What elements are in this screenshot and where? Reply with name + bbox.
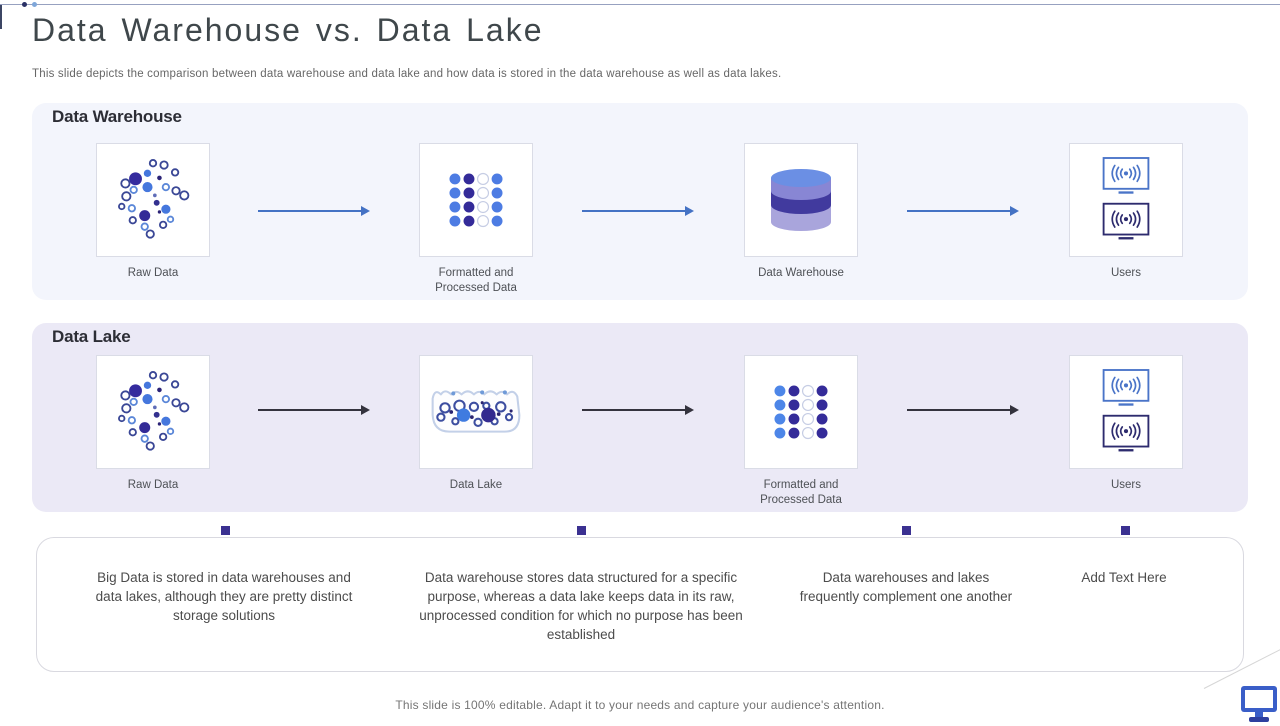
database-cylinder-icon bbox=[751, 150, 851, 250]
step-label: Users bbox=[1110, 267, 1142, 279]
dot-grid-icon bbox=[762, 373, 840, 451]
editable-footnote: This slide is 100% editable. Adapt it to… bbox=[395, 698, 885, 712]
data-lake-panel: Data Lake Raw Data Data Lake Formatted a… bbox=[32, 323, 1248, 512]
note-warehouse-vs-lake: Data warehouse stores data structured fo… bbox=[419, 570, 743, 642]
dot-grid-icon bbox=[437, 161, 515, 239]
square-marker-icon bbox=[220, 526, 230, 535]
square-marker-icon bbox=[576, 526, 586, 535]
page-title: Data Warehouse vs. Data Lake bbox=[32, 12, 544, 48]
lake-step-raw-data: Raw Data bbox=[73, 355, 233, 493]
slide-subtitle: This slide depicts the comparison betwee… bbox=[32, 68, 782, 80]
lake-step-lake: Data Lake bbox=[396, 355, 556, 493]
step-label: Formatted and Processed Data bbox=[435, 267, 517, 294]
note-big-data: Big Data is stored in data warehouses an… bbox=[95, 570, 353, 623]
broadcast-monitors-icon bbox=[1098, 365, 1154, 459]
icon-card bbox=[96, 143, 210, 257]
raw-data-scatter-icon bbox=[107, 154, 199, 246]
raw-data-scatter-icon bbox=[107, 366, 199, 458]
warehouse-step-raw-data: Raw Data bbox=[73, 143, 233, 281]
square-marker-icon bbox=[901, 526, 911, 535]
warehouse-heading: Data Warehouse bbox=[52, 107, 182, 126]
warehouse-step-formatted-data: Formatted and Processed Data bbox=[396, 143, 556, 296]
icon-card bbox=[419, 355, 533, 469]
icon-card bbox=[744, 355, 858, 469]
square-marker-icon bbox=[1120, 526, 1130, 535]
icon-card bbox=[1069, 355, 1183, 469]
rule-dot-dark-icon bbox=[22, 2, 27, 7]
corner-monitor-icon bbox=[1241, 686, 1277, 722]
broadcast-monitors-icon bbox=[1098, 153, 1154, 247]
notes-box bbox=[36, 537, 1244, 672]
warehouse-step-users: Users bbox=[1046, 143, 1206, 281]
step-label: Raw Data bbox=[127, 479, 179, 491]
icon-card bbox=[744, 143, 858, 257]
step-label: Formatted and Processed Data bbox=[760, 479, 842, 506]
icon-card bbox=[96, 355, 210, 469]
rule-dot-light-icon bbox=[32, 2, 37, 7]
lake-step-formatted-data: Formatted and Processed Data bbox=[721, 355, 881, 508]
note-complement: Data warehouses and lakes frequently com… bbox=[799, 570, 1013, 604]
lake-heading: Data Lake bbox=[52, 327, 131, 346]
warehouse-step-warehouse: Data Warehouse bbox=[721, 143, 881, 281]
icon-card bbox=[419, 143, 533, 257]
lake-step-users: Users bbox=[1046, 355, 1206, 493]
note-add-text-placeholder[interactable]: Add Text Here bbox=[1081, 570, 1167, 585]
icon-card bbox=[1069, 143, 1183, 257]
step-label: Data Lake bbox=[449, 479, 503, 491]
lake-basin-icon bbox=[424, 380, 528, 444]
step-label: Raw Data bbox=[127, 267, 179, 279]
data-warehouse-panel: Data Warehouse Raw Data Formatted and Pr… bbox=[32, 103, 1248, 300]
step-label: Data Warehouse bbox=[758, 267, 844, 279]
left-edge-tick bbox=[0, 5, 2, 29]
step-label: Users bbox=[1110, 479, 1142, 491]
top-rule bbox=[0, 4, 1280, 5]
